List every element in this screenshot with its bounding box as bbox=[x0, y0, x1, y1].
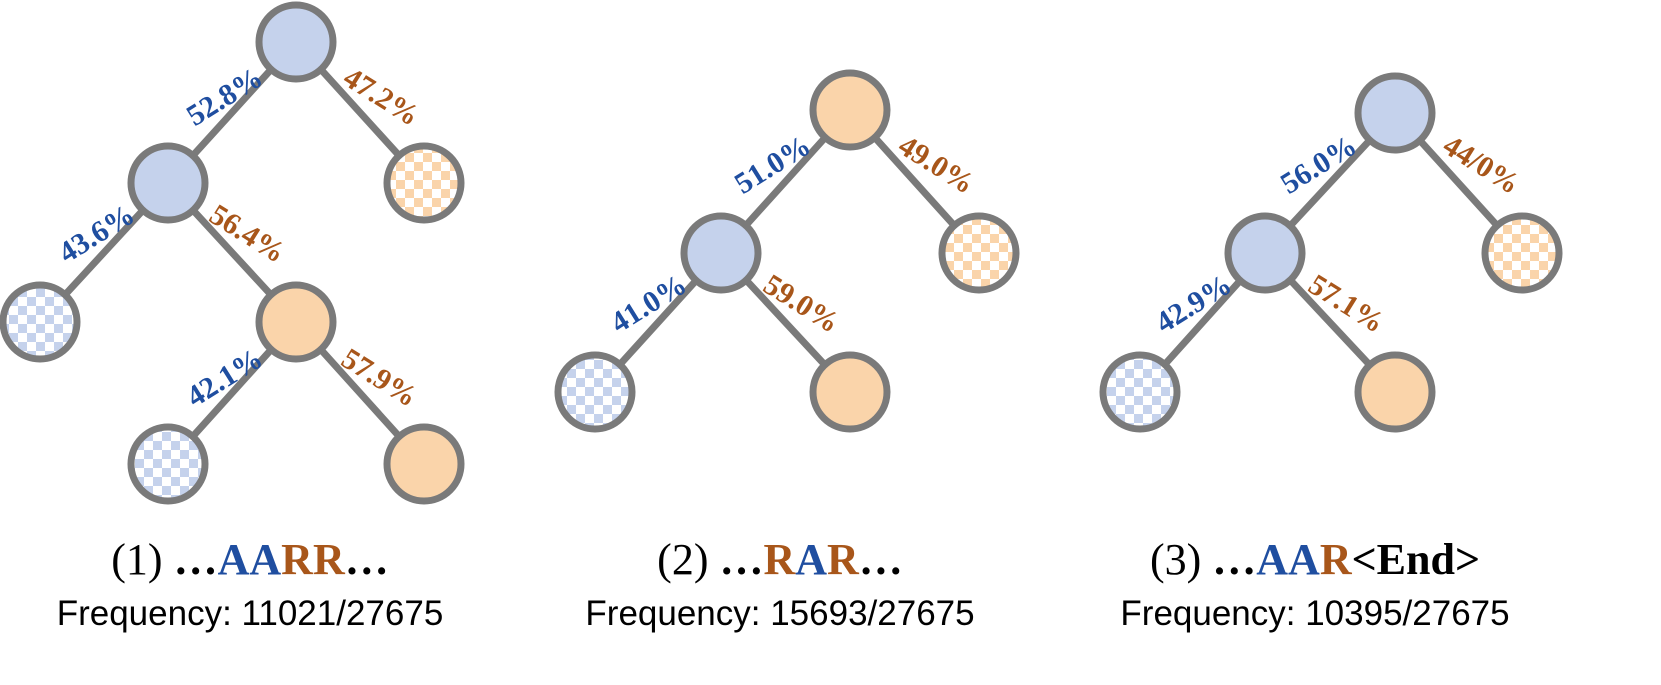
tree-node-r bbox=[383, 142, 465, 224]
sequence-token: A bbox=[795, 535, 828, 584]
sequence-token: A bbox=[1256, 535, 1289, 584]
sequence-token: R bbox=[763, 535, 796, 584]
tree-node-a bbox=[680, 212, 762, 294]
sequence-token: … bbox=[719, 535, 764, 584]
tree-node-a bbox=[0, 281, 81, 363]
edge-probability-label: 44/0% bbox=[1437, 129, 1525, 201]
sequence-token: A bbox=[249, 535, 282, 584]
sequence-token: <End> bbox=[1351, 535, 1481, 584]
tree-node-r bbox=[1354, 351, 1436, 433]
tree-node-r bbox=[809, 351, 891, 433]
edge-probability-label: 51.0% bbox=[729, 129, 816, 201]
caption-1: (1) …AARR… Frequency: 11021/27675 bbox=[0, 535, 520, 635]
edge-probability-label: 56.4% bbox=[204, 198, 291, 270]
tree-node-r bbox=[383, 423, 465, 505]
sequence-token: A bbox=[1288, 535, 1320, 584]
tree-node-r bbox=[255, 281, 337, 363]
sequence-token: … bbox=[858, 535, 903, 584]
edge-probability-label: 59.0% bbox=[758, 268, 845, 340]
edge-probability-label: 57.1% bbox=[1303, 268, 1390, 340]
sequence-token: R bbox=[312, 535, 345, 584]
tree-node-a bbox=[1099, 351, 1181, 433]
sequence: …RAR… bbox=[719, 535, 902, 584]
sequence-token: … bbox=[344, 535, 389, 584]
sequence-token: … bbox=[1212, 535, 1257, 584]
edge-probability-label: 57.9% bbox=[336, 342, 423, 414]
tree-node-a bbox=[127, 423, 209, 505]
tree-node-a bbox=[554, 351, 636, 433]
sequence-token: … bbox=[173, 535, 218, 584]
panel-label: (2) bbox=[657, 535, 709, 584]
tree-node-r bbox=[938, 212, 1020, 294]
edge-probability-label: 49.0% bbox=[893, 129, 980, 201]
tree-node-a bbox=[255, 1, 337, 83]
tree-node-r bbox=[1481, 212, 1563, 294]
panel-title: (2) …RAR… bbox=[510, 535, 1050, 585]
sequence-token: A bbox=[217, 535, 250, 584]
tree-node-r bbox=[809, 69, 891, 151]
frequency-text: Frequency: 11021/27675 bbox=[56, 594, 444, 633]
edge-probability-label: 47.2% bbox=[338, 61, 425, 133]
panel-title: (1) …AARR… bbox=[0, 535, 520, 585]
caption-2: (2) …RAR… Frequency: 15693/27675 bbox=[510, 535, 1050, 635]
edge-probability-label: 56.0% bbox=[1275, 129, 1362, 201]
panel-title: (3) …AAR<End> bbox=[1045, 535, 1585, 585]
frequency-text: Frequency: 10395/27675 bbox=[1120, 594, 1510, 633]
panel-label: (1) bbox=[111, 535, 163, 584]
sequence: …AARR… bbox=[174, 535, 389, 584]
tree-node-a bbox=[127, 142, 209, 224]
tree-node-a bbox=[1354, 72, 1436, 154]
sequence: …AAR<End> bbox=[1212, 535, 1480, 584]
sequence-token: R bbox=[827, 535, 859, 584]
sequence-token: R bbox=[1319, 535, 1352, 584]
tree-node-a bbox=[1224, 212, 1306, 294]
caption-3: (3) …AAR<End> Frequency: 10395/27675 bbox=[1045, 535, 1585, 635]
frequency-text: Frequency: 15693/27675 bbox=[585, 594, 975, 633]
sequence-token: R bbox=[281, 535, 313, 584]
panel-label: (3) bbox=[1149, 535, 1202, 584]
